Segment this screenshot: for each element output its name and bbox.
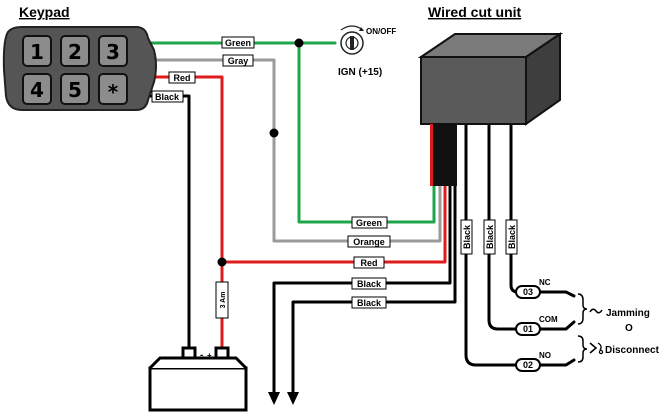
terminal-com: 01 — [515, 322, 541, 336]
keypad-black-wire — [146, 94, 191, 354]
ignition-switch-label: ON/OFF — [366, 27, 396, 36]
terminal-nc-number: 03 — [523, 287, 533, 297]
key-3-label: 3 — [106, 40, 120, 64]
relay-wire-com — [487, 122, 542, 331]
key-4[interactable] — [22, 73, 52, 105]
svg-text:Black: Black — [357, 298, 382, 308]
gray-wire — [146, 58, 442, 243]
key-4-label: 4 — [30, 78, 44, 102]
svg-text:Black: Black — [357, 279, 382, 289]
terminal-com-label: COM — [539, 315, 558, 324]
svg-text:Red: Red — [173, 73, 190, 83]
svg-text:Gray: Gray — [228, 56, 249, 66]
wire-tag-relay-black-3: Black — [505, 219, 518, 255]
relay-wire-no — [464, 122, 542, 367]
disconnect-label: Disconnect — [605, 345, 660, 356]
cut-unit-title: Wired cut unit — [428, 4, 522, 20]
terminal-lead-no — [538, 358, 576, 367]
ground-arrow-1 — [268, 392, 280, 405]
battery-plus-label: + — [207, 351, 212, 360]
svg-text:Black: Black — [155, 92, 180, 102]
wire-tag-relay-black-1: Black — [460, 219, 473, 255]
key-star-label: * — [108, 80, 119, 104]
svg-text:Black: Black — [507, 224, 517, 249]
terminal-no-number: 02 — [523, 360, 533, 370]
disconnect-icon — [589, 342, 604, 355]
terminal-lead-com — [538, 320, 576, 331]
key-star[interactable] — [98, 73, 128, 105]
red-wire — [146, 75, 447, 264]
key-1[interactable] — [22, 35, 52, 67]
svg-text:Green: Green — [225, 38, 251, 48]
svg-text:Black: Black — [462, 224, 472, 249]
battery-minus-label: - — [200, 350, 203, 361]
svg-text:3 Am: 3 Am — [220, 292, 227, 309]
relay-wire-nc — [509, 122, 542, 294]
cut-unit-cable-bundle — [430, 124, 457, 186]
wire-tag-relay-black-2: Black — [483, 219, 496, 255]
wire-tag-unit-black-2: Black — [351, 296, 387, 309]
or-label: O — [625, 323, 633, 334]
keypad: 1 2 3 4 5 * — [2, 26, 157, 111]
tilde-icon — [589, 308, 603, 314]
terminal-lead-nc — [538, 290, 576, 298]
junction-dot-red — [217, 257, 227, 267]
battery-icon — [148, 346, 248, 412]
wire-tag-unit-orange: Orange — [347, 235, 391, 248]
ignition-switch-icon — [340, 25, 364, 55]
disconnect-brace — [577, 335, 588, 363]
keypad-title: Keypad — [19, 4, 70, 20]
svg-text:Red: Red — [360, 258, 377, 268]
ignition-label: IGN (+15) — [338, 67, 382, 78]
jamming-label: Jamming — [606, 308, 650, 319]
wire-tag-unit-red: Red — [353, 256, 385, 269]
wire-tag-keypad-gray: Gray — [222, 54, 254, 67]
key-5[interactable] — [60, 73, 90, 105]
jamming-brace — [577, 293, 588, 325]
wire-tag-keypad-red: Red — [168, 71, 196, 84]
terminal-com-number: 01 — [523, 324, 533, 334]
junction-dot-green — [294, 38, 304, 48]
svg-text:Green: Green — [356, 218, 382, 228]
key-3[interactable] — [98, 35, 128, 67]
fuse: 3 Am — [215, 281, 229, 319]
terminal-no-label: NO — [539, 351, 551, 360]
svg-text:Orange: Orange — [353, 237, 385, 247]
junction-dot-gray — [269, 128, 279, 138]
ground-arrow-2 — [287, 392, 299, 405]
svg-text:Black: Black — [485, 224, 495, 249]
key-5-label: 5 — [68, 78, 82, 102]
cut-unit — [417, 32, 564, 186]
terminal-nc-label: NC — [539, 278, 551, 287]
wire-tag-keypad-green: Green — [221, 36, 255, 49]
terminal-nc: 03 — [515, 285, 541, 299]
key-2-label: 2 — [68, 40, 82, 64]
terminal-no: 02 — [515, 358, 541, 372]
wire-tag-unit-green: Green — [351, 216, 388, 229]
wire-tag-keypad-black: Black — [151, 90, 184, 103]
wire-tag-unit-black-1: Black — [351, 277, 387, 290]
key-2[interactable] — [60, 35, 90, 67]
key-1-label: 1 — [30, 40, 44, 64]
